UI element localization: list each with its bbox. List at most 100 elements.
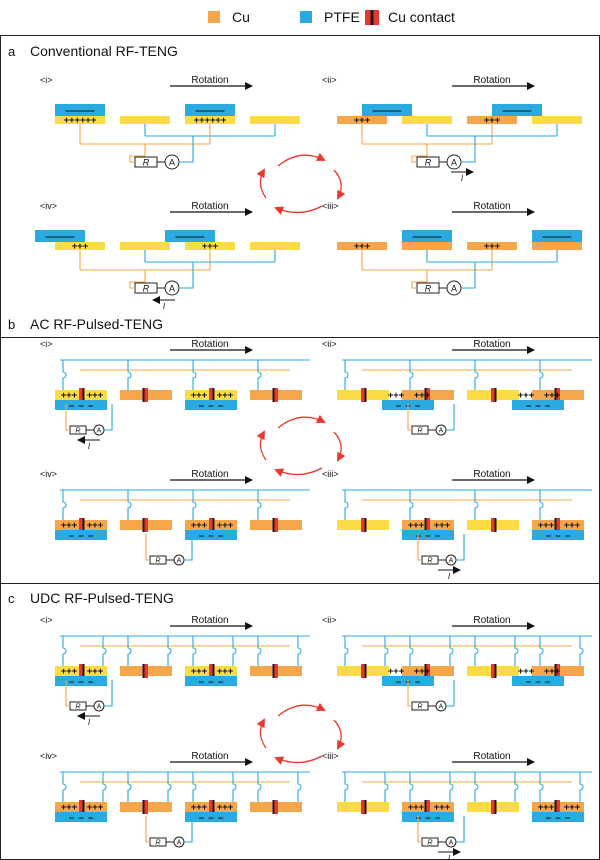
cu-contact-red bbox=[361, 388, 365, 402]
wire bbox=[129, 144, 146, 163]
wire-crossover bbox=[127, 490, 132, 520]
wire-crossover bbox=[344, 360, 349, 390]
step-label: <i> bbox=[40, 75, 53, 85]
cu-electrode bbox=[250, 116, 300, 124]
cu-contact-red bbox=[426, 388, 430, 402]
cu-charge: +++ bbox=[87, 391, 104, 401]
cu-charge: +++ bbox=[61, 391, 78, 401]
cycle-arrow bbox=[277, 702, 326, 717]
ptfe-segment bbox=[402, 812, 454, 822]
rotation-label: Rotation bbox=[473, 751, 510, 762]
cu-contact-red bbox=[426, 664, 430, 678]
ptfe-charge: –––––– bbox=[503, 106, 532, 115]
ptfe-segment bbox=[185, 104, 235, 116]
cu-contact-black bbox=[554, 518, 557, 532]
ptfe-segment bbox=[402, 230, 452, 242]
wire-crossover bbox=[192, 360, 197, 390]
cu-contact-red bbox=[361, 800, 365, 814]
wire-crossover bbox=[409, 490, 414, 520]
cu-contact-red bbox=[144, 800, 148, 814]
wire-crossover bbox=[62, 636, 67, 666]
legend-cu-label: Cu bbox=[232, 9, 250, 25]
cu-contact-black bbox=[272, 800, 275, 814]
step-label: <iv> bbox=[40, 751, 57, 761]
ptfe-segment bbox=[362, 104, 412, 116]
ptfe-charge: – – – bbox=[199, 401, 223, 410]
cycle-arrow bbox=[333, 719, 346, 750]
wire bbox=[461, 262, 476, 289]
wire bbox=[104, 680, 113, 707]
cu-contact-red bbox=[556, 664, 560, 678]
ptfe-charge: – – – bbox=[526, 401, 550, 410]
cu-contact-red bbox=[274, 800, 278, 814]
cu-contact-black bbox=[364, 664, 367, 678]
cu-electrode bbox=[185, 116, 235, 124]
cycle-arrow bbox=[277, 414, 326, 429]
cu-charge: ++++++ bbox=[194, 116, 227, 126]
cu-electrode bbox=[337, 242, 387, 250]
ptfe-segment bbox=[492, 104, 542, 116]
wire-crossover bbox=[127, 636, 132, 666]
wire-crossover bbox=[514, 772, 519, 802]
cycle-arrow bbox=[277, 152, 326, 167]
ammeter-label: A bbox=[451, 158, 457, 168]
wire bbox=[417, 534, 422, 561]
ptfe-segment bbox=[55, 676, 107, 686]
current-label: I bbox=[88, 442, 91, 451]
wire-crossover bbox=[384, 772, 389, 802]
step-label: <iii> bbox=[322, 469, 339, 479]
ptfe-charge: –––––– bbox=[413, 232, 442, 241]
wire-crossover bbox=[192, 636, 197, 666]
wire bbox=[179, 262, 194, 289]
ptfe-charge: – – – bbox=[69, 531, 93, 540]
cu-charge: +++ bbox=[191, 391, 208, 401]
ptfe-charge: –––––– bbox=[196, 106, 225, 115]
rotation-label: Rotation bbox=[191, 201, 228, 212]
cu-contact-black bbox=[494, 664, 497, 678]
ammeter-label: A bbox=[449, 840, 454, 847]
wire bbox=[407, 680, 412, 707]
panel-title: UDC RF-Pulsed-TENG bbox=[30, 590, 174, 606]
resistor-label: R bbox=[425, 158, 432, 168]
wire-crossover bbox=[539, 772, 544, 802]
cu-electrode bbox=[402, 116, 452, 124]
wire-crossover bbox=[449, 636, 454, 666]
ammeter-label: A bbox=[177, 840, 182, 847]
cu-contact-black bbox=[424, 388, 427, 402]
cycle-arrow bbox=[274, 205, 323, 215]
wire-crossover bbox=[62, 772, 67, 802]
cu-contact-red bbox=[426, 518, 430, 532]
ptfe-segment bbox=[402, 530, 454, 540]
wire-crossover bbox=[539, 360, 544, 390]
wire-crossover bbox=[409, 360, 414, 390]
wire-crossover bbox=[384, 636, 389, 666]
wire-crossover bbox=[474, 636, 479, 666]
cu-contact-black bbox=[212, 388, 215, 402]
ammeter-label: A bbox=[177, 558, 182, 565]
cu-charge: +++ bbox=[484, 116, 501, 126]
resistor-label: R bbox=[417, 704, 422, 711]
resistor-label: R bbox=[155, 840, 160, 847]
wire-crossover bbox=[514, 636, 519, 666]
ptfe-charge: – – – bbox=[69, 677, 93, 686]
current-label: I bbox=[163, 302, 166, 311]
wire bbox=[104, 404, 113, 431]
rotation-label: Rotation bbox=[473, 469, 510, 480]
legend: Cu PTFE Cu contact bbox=[208, 9, 455, 25]
cu-contact-black bbox=[272, 518, 275, 532]
wire-crossover bbox=[409, 636, 414, 666]
cu-electrode bbox=[120, 116, 170, 124]
panel-letter: a bbox=[8, 44, 16, 59]
cu-electrode bbox=[467, 242, 517, 250]
wire-crossover bbox=[257, 360, 262, 390]
cu-contact-red bbox=[491, 518, 495, 532]
ammeter-label: A bbox=[97, 704, 102, 711]
step-label: <i> bbox=[40, 615, 53, 625]
cu-contact-red bbox=[79, 800, 83, 814]
